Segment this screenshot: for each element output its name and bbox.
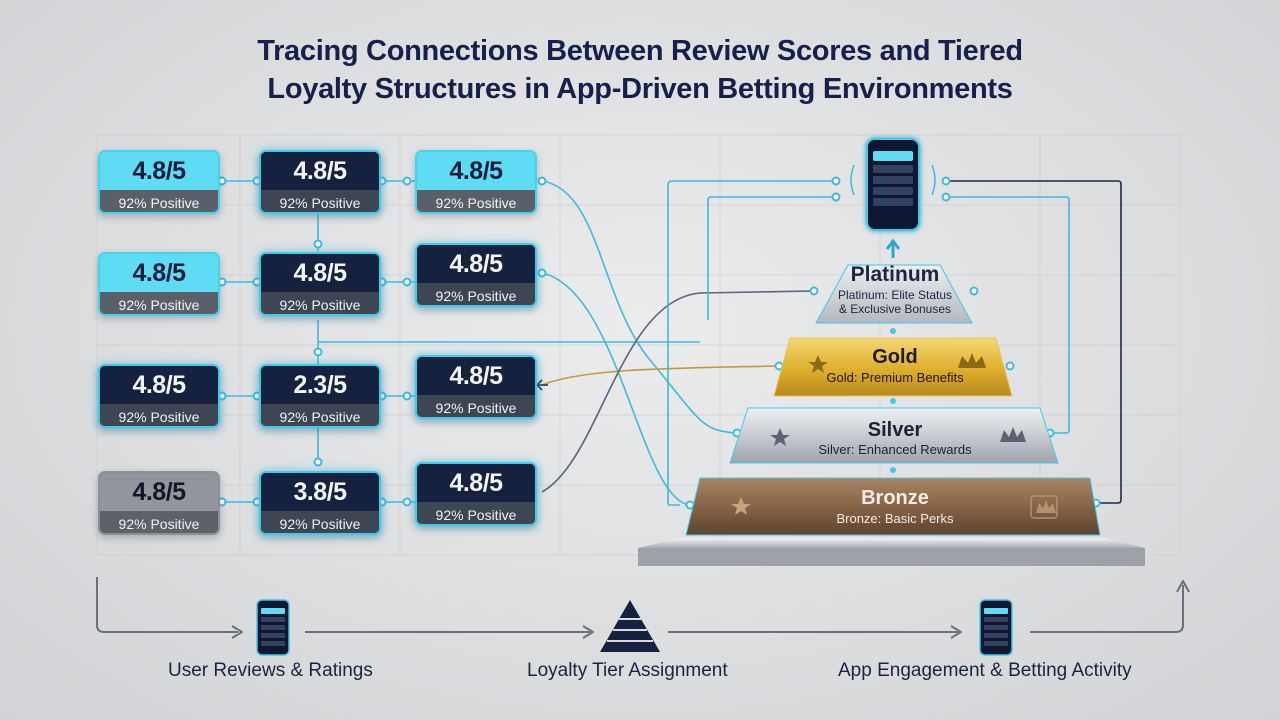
review-card-r2c2: 4.8/5 92% Positive bbox=[259, 252, 381, 316]
review-score: 4.8/5 bbox=[261, 152, 379, 190]
review-score: 2.3/5 bbox=[261, 366, 379, 404]
review-card-r3c2: 2.3/5 92% Positive bbox=[259, 364, 381, 428]
tier-bronze: Bronze Bronze: Basic Perks bbox=[700, 485, 1090, 527]
review-score: 4.8/5 bbox=[417, 245, 535, 283]
review-positive: 92% Positive bbox=[261, 190, 379, 212]
review-positive: 92% Positive bbox=[261, 292, 379, 314]
review-score: 4.8/5 bbox=[417, 357, 535, 395]
review-card-r2c3: 4.8/5 92% Positive bbox=[415, 243, 537, 307]
review-positive: 92% Positive bbox=[417, 190, 535, 212]
review-positive: 92% Positive bbox=[417, 283, 535, 305]
smartphone-icon bbox=[256, 599, 290, 656]
review-score: 4.8/5 bbox=[100, 254, 218, 292]
smartphone-icon bbox=[866, 138, 920, 231]
page-title: Tracing Connections Between Review Score… bbox=[140, 32, 1140, 108]
review-score: 4.8/5 bbox=[417, 152, 535, 190]
loyalty-pyramid bbox=[638, 264, 1145, 566]
review-positive: 92% Positive bbox=[100, 292, 218, 314]
tier-description: Bronze: Basic Perks bbox=[836, 511, 954, 526]
crown-icon bbox=[1036, 500, 1056, 513]
review-positive: 92% Positive bbox=[100, 511, 218, 533]
review-card-r3c1: 4.8/5 92% Positive bbox=[98, 364, 220, 428]
review-positive: 92% Positive bbox=[100, 404, 218, 426]
silver-tier-block bbox=[729, 407, 1059, 464]
tier-name: Platinum bbox=[850, 263, 940, 286]
card-connectors bbox=[220, 180, 700, 503]
review-card-r1c3: 4.8/5 92% Positive bbox=[415, 150, 537, 214]
arrow-up-icon bbox=[885, 238, 901, 258]
review-score: 3.8/5 bbox=[261, 473, 379, 511]
title-line-2: Loyalty Structures in App-Driven Betting… bbox=[267, 73, 1013, 105]
tier-name: Silver bbox=[867, 419, 923, 441]
flow-step-engagement: App Engagement & Betting Activity bbox=[838, 660, 1132, 681]
review-positive: 92% Positive bbox=[261, 404, 379, 426]
review-card-r4c1: 4.8/5 92% Positive bbox=[98, 471, 220, 535]
process-flow bbox=[96, 577, 1190, 639]
tier-name: Gold bbox=[872, 346, 918, 368]
review-card-r4c2: 3.8/5 92% Positive bbox=[259, 471, 381, 535]
tier-gold: Gold Gold: Premium Benefits bbox=[780, 344, 1010, 386]
pyramid-icon bbox=[600, 600, 660, 652]
star-icon bbox=[808, 355, 828, 373]
title-line-1: Tracing Connections Between Review Score… bbox=[257, 35, 1023, 67]
tier-description: Silver: Enhanced Rewards bbox=[818, 442, 972, 457]
flow-step-tier-assignment: Loyalty Tier Assignment bbox=[527, 660, 728, 681]
tier-silver: Silver Silver: Enhanced Rewards bbox=[740, 418, 1050, 458]
tier-description: & Exclusive Bonuses bbox=[838, 302, 952, 316]
crown-icon bbox=[1000, 427, 1026, 442]
review-card-r3c3: 4.8/5 92% Positive bbox=[415, 355, 537, 419]
arrow-right-icon bbox=[535, 379, 548, 391]
review-score: 4.8/5 bbox=[417, 464, 535, 502]
star-icon bbox=[770, 428, 790, 446]
flow-step-reviews: User Reviews & Ratings bbox=[168, 660, 373, 681]
review-positive: 92% Positive bbox=[417, 395, 535, 417]
tier-name: Bronze bbox=[861, 487, 929, 509]
review-card-r1c2: 4.8/5 92% Positive bbox=[259, 150, 381, 214]
tier-description: Platinum: Elite Status bbox=[837, 288, 953, 302]
review-positive: 92% Positive bbox=[261, 511, 379, 533]
review-score: 4.8/5 bbox=[100, 366, 218, 404]
tier-description: Gold: Premium Benefits bbox=[826, 370, 964, 385]
tier-wires bbox=[541, 180, 1122, 506]
review-score: 4.8/5 bbox=[100, 152, 218, 190]
tier-platinum: Platinum Platinum: Elite Status & Exclus… bbox=[820, 262, 970, 316]
review-score: 4.8/5 bbox=[100, 473, 218, 511]
review-score: 4.8/5 bbox=[261, 254, 379, 292]
gold-tier-block bbox=[773, 337, 1013, 397]
review-card-r4c3: 4.8/5 92% Positive bbox=[415, 462, 537, 526]
bronze-tier-block bbox=[685, 477, 1101, 536]
platinum-tier-block bbox=[815, 264, 973, 324]
review-card-r1c1: 4.8/5 92% Positive bbox=[98, 150, 220, 214]
star-icon bbox=[731, 497, 751, 515]
review-positive: 92% Positive bbox=[417, 502, 535, 524]
smartphone-icon bbox=[979, 599, 1013, 656]
review-positive: 92% Positive bbox=[100, 190, 218, 212]
review-card-r2c1: 4.8/5 92% Positive bbox=[98, 252, 220, 316]
crown-icon bbox=[958, 353, 986, 368]
